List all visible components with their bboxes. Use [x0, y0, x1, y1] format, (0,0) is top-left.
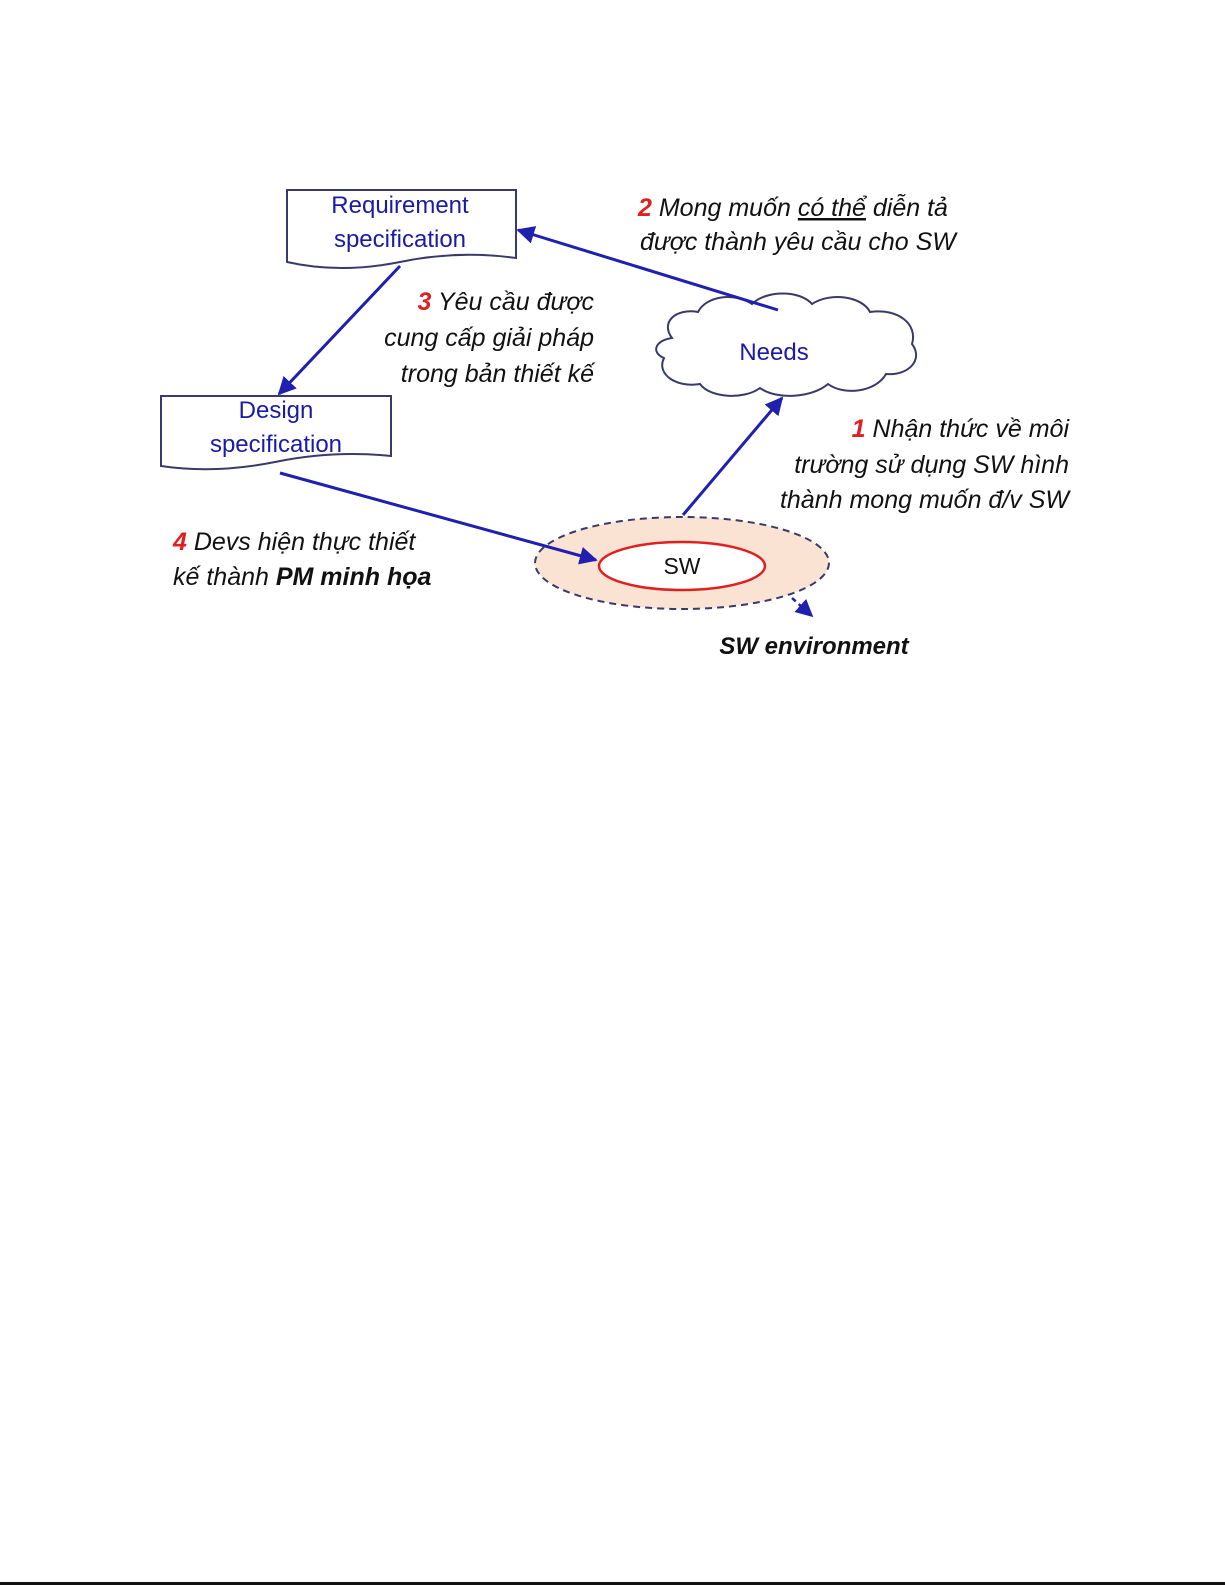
arrow-sw-to-needs: [683, 398, 782, 515]
step-2-text-a: Mong muốn: [652, 194, 798, 222]
svg-text:3 Yêu cầu được: 3 Yêu cầu được: [418, 288, 595, 316]
step-3-number: 3: [418, 288, 432, 316]
design-title-line1: Design: [239, 397, 314, 424]
step-1-note: 1 Nhận thức về môi trường sử dụng SW hìn…: [780, 415, 1071, 514]
requirement-title-line1: Requirement: [331, 192, 469, 219]
step-1-number: 1: [852, 415, 866, 443]
svg-text:4 Devs hiện thực thiết: 4 Devs hiện thực thiết: [172, 528, 416, 556]
step-2-number: 2: [637, 194, 652, 222]
step-2-line2: được thành yêu cầu cho SW: [640, 228, 958, 256]
environment-pointer-arrow: [792, 598, 812, 616]
step-2-text-underlined: có thể: [798, 194, 867, 222]
step-3-line3: trong bản thiết kế: [401, 360, 596, 388]
sw-environment-label: SW environment: [719, 633, 909, 660]
step-4-line2-bold: PM minh họa: [276, 563, 432, 591]
sw-label: SW: [663, 553, 700, 579]
svg-text:kế thành PM minh họa: kế thành PM minh họa: [173, 563, 432, 591]
needs-label: Needs: [739, 339, 808, 366]
step-3-line2: cung cấp giải pháp: [384, 324, 594, 352]
step-2-note: 2 Mong muốn có thể diễn tả được thành yê…: [637, 193, 958, 256]
design-title-line2: specification: [210, 431, 342, 458]
step-1-line3: thành mong muốn đ/v SW: [780, 486, 1071, 514]
step-1-text-a: Nhận thức về môi: [866, 415, 1071, 443]
svg-text:1 Nhận thức về môi: 1 Nhận thức về môi: [852, 415, 1071, 443]
step-4-line2-a: kế thành: [173, 563, 276, 591]
svg-text:2 Mong muốn có thể diễn tả: 2 Mong muốn có thể diễn tả: [637, 193, 948, 222]
arrow-requirement-to-design: [279, 266, 400, 394]
step-4-text-a: Devs hiện thực thiết: [187, 528, 417, 556]
step-4-note: 4 Devs hiện thực thiết kế thành PM minh …: [172, 528, 432, 591]
step-3-text-a: Yêu cầu được: [431, 288, 594, 316]
requirement-title-line2: specification: [334, 226, 466, 253]
step-1-line2: trường sử dụng SW hình: [794, 451, 1069, 479]
step-2-text-b: diễn tả: [866, 193, 948, 222]
step-4-number: 4: [172, 528, 187, 556]
step-3-note: 3 Yêu cầu được cung cấp giải pháp trong …: [384, 288, 596, 388]
